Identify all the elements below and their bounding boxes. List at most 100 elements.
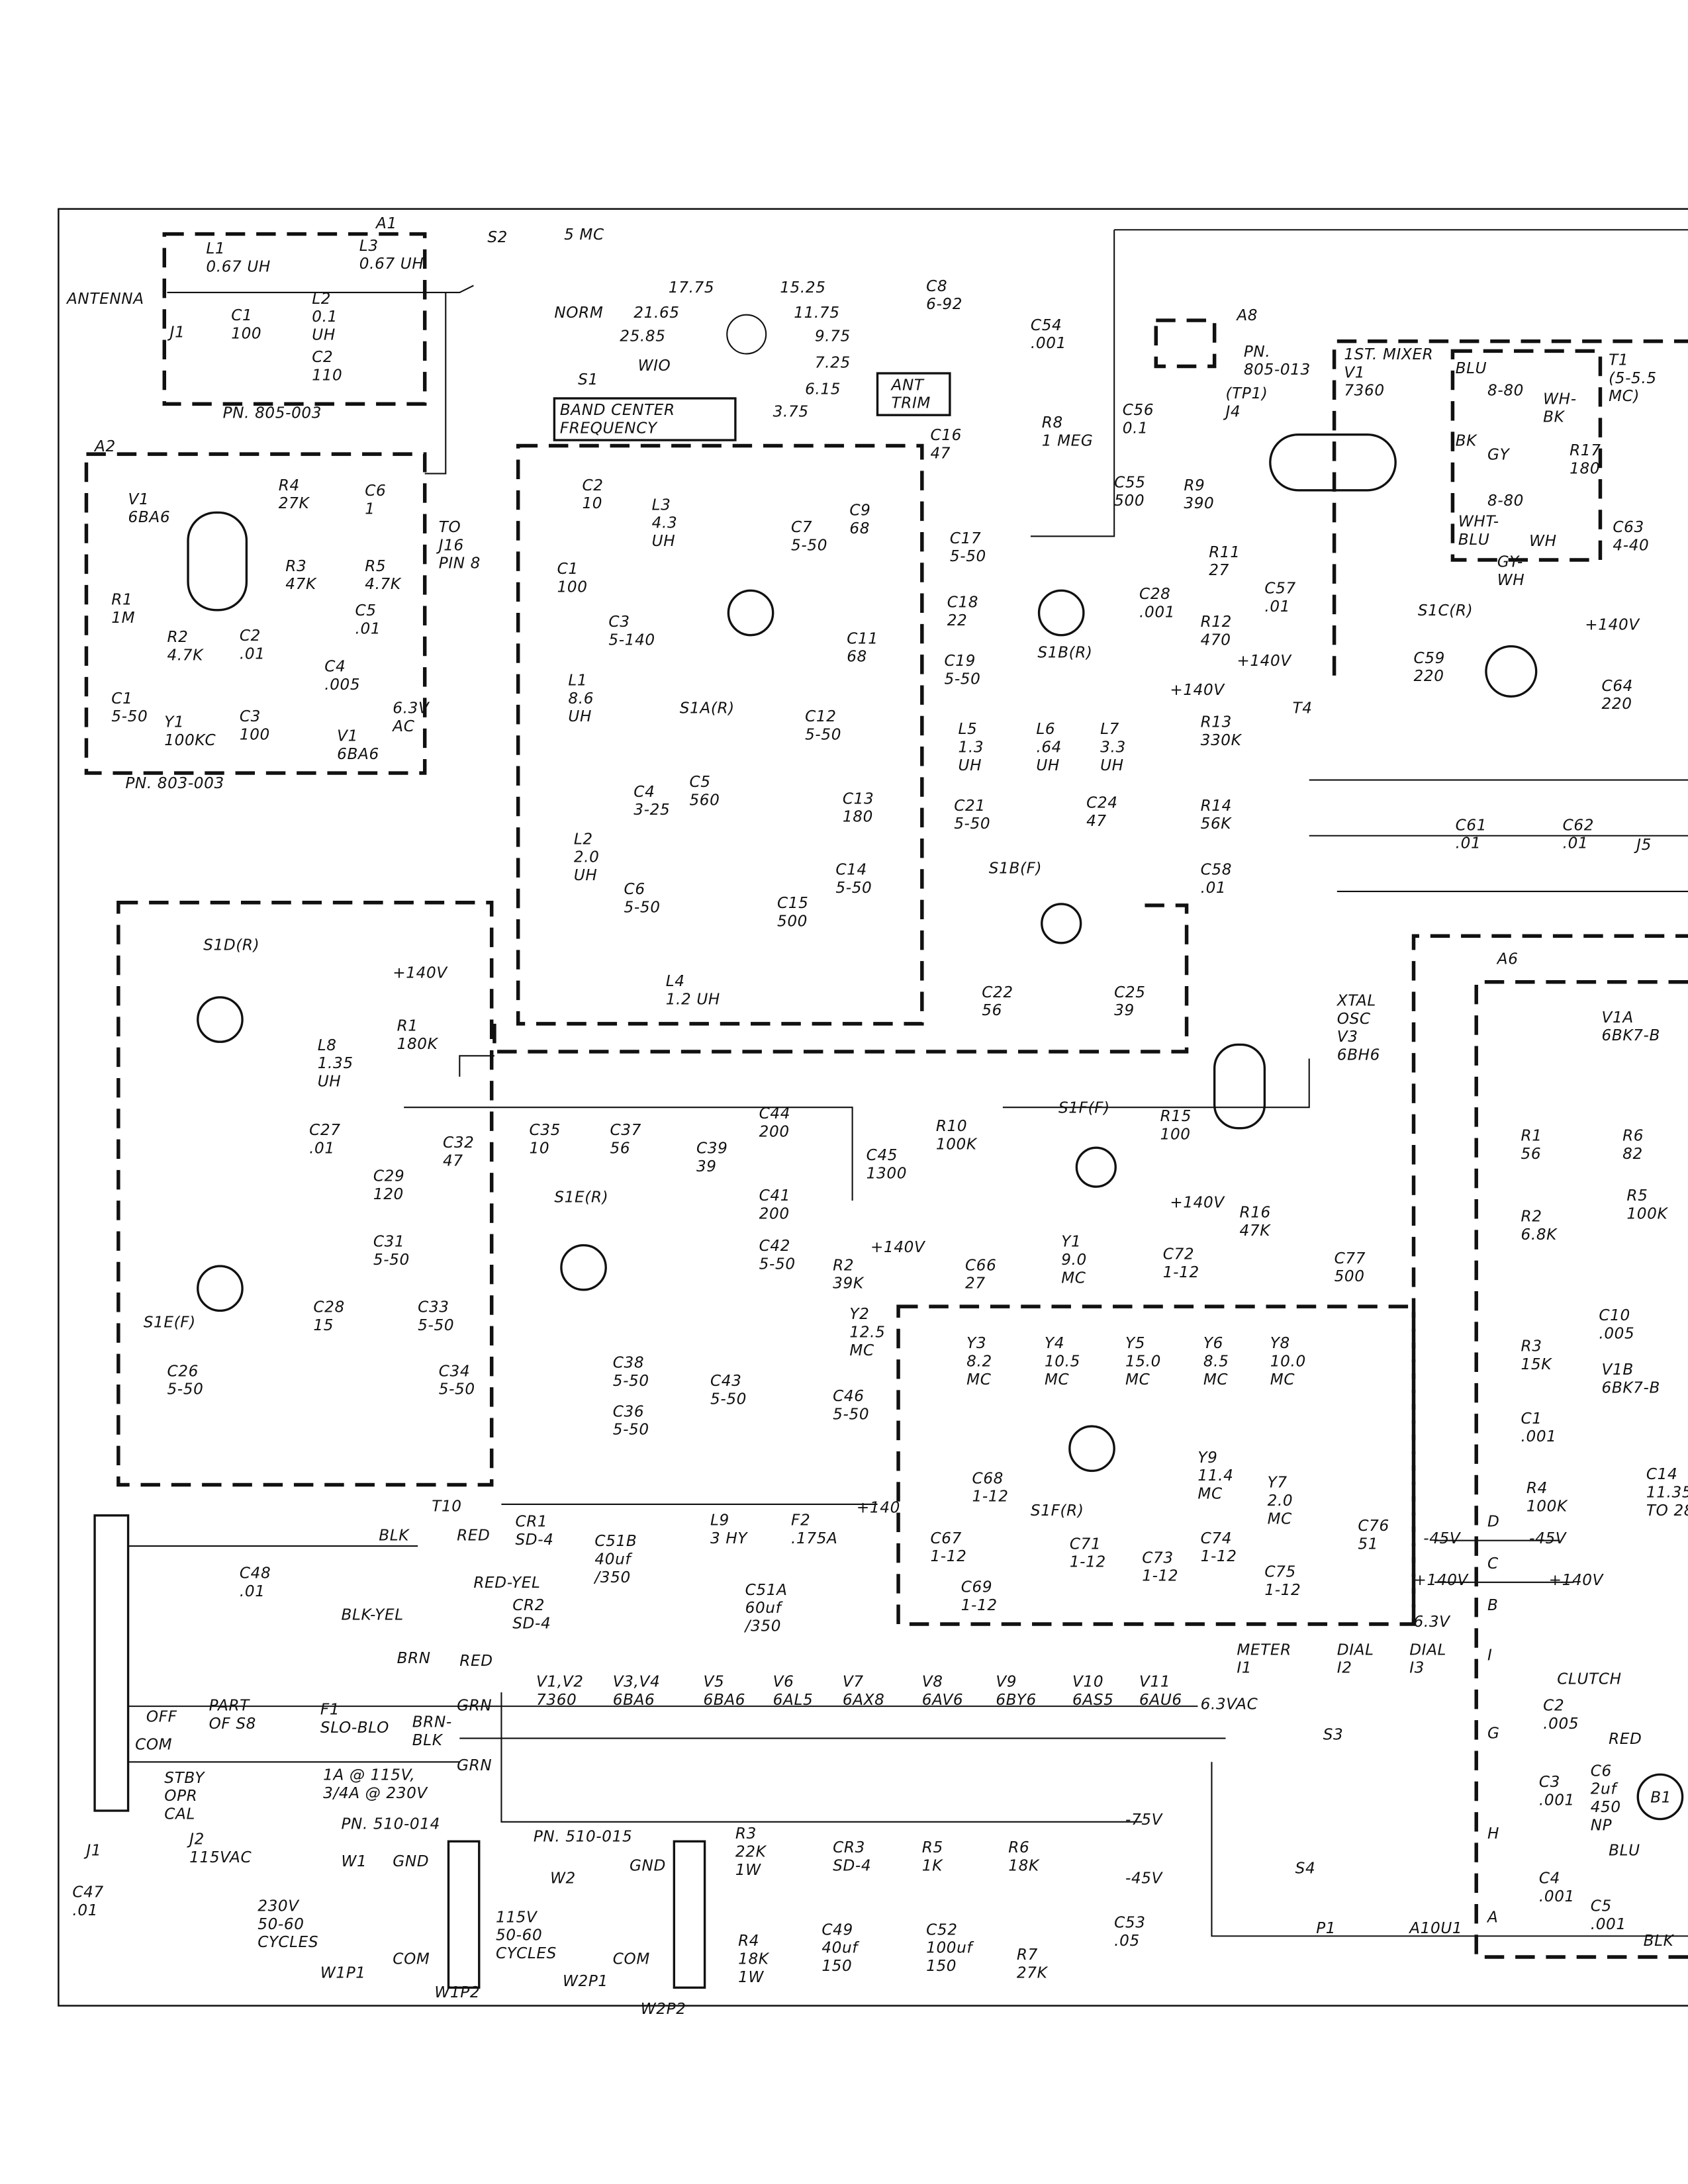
label-line: R1 (397, 1017, 418, 1034)
label-line: 110 (312, 367, 342, 385)
label-s1: S1 (578, 371, 598, 388)
label-line: L3 (359, 238, 379, 255)
label-line: +140V (393, 964, 448, 981)
label-line: C14 (835, 862, 867, 879)
label-line: C2 (312, 349, 333, 366)
label-p140b: +140V (1170, 682, 1225, 699)
label-line: -45V (1529, 1530, 1568, 1547)
label-line: PN. 803-003 (125, 775, 224, 792)
label-blu2: BLU (1609, 1842, 1640, 1859)
label-s1ar: S1A(R) (680, 700, 735, 717)
label-line: 2uf (1591, 1781, 1619, 1798)
label-line: C48 (240, 1565, 271, 1582)
label-line: 4.7K (365, 576, 402, 593)
label-line: 6BK7-B (1602, 1027, 1660, 1044)
label-line: 27 (1209, 562, 1229, 579)
label-line: 180 (843, 809, 873, 826)
label-line: 1K (922, 1857, 943, 1874)
label-line: I2 (1337, 1660, 1352, 1677)
label-line: V1,V2 (536, 1674, 584, 1691)
a8-outline (1154, 318, 1217, 369)
label-line: C42 (759, 1238, 790, 1255)
label-line: 6BA6 (337, 746, 379, 763)
label-line: A10U1 (1408, 1920, 1462, 1937)
label-line: C77 (1335, 1250, 1366, 1267)
label-line: TO (439, 519, 461, 536)
label-line: METER (1237, 1641, 1291, 1659)
label-line: C58 (1201, 862, 1232, 879)
label-line: C3 (1539, 1774, 1560, 1791)
label-line: .01 (1264, 598, 1290, 615)
label-gnd1: GND (393, 1853, 429, 1870)
label-line: 330K (1201, 732, 1243, 749)
label-line: MC (1268, 1510, 1293, 1527)
label-line: 47 (443, 1153, 463, 1170)
label-line: 8.6 (568, 690, 594, 707)
label-line: R3 (285, 558, 306, 575)
label-line: R5 (365, 558, 386, 575)
label-line: 1 MEG (1042, 432, 1094, 449)
label-line: 10.0 (1270, 1353, 1306, 1371)
label-line: MC) (1609, 388, 1640, 405)
label-line: 68 (849, 520, 870, 537)
label-c62: C62.01 (1563, 817, 1594, 852)
label-line: .175A (791, 1530, 837, 1547)
label-line: L6 (1036, 721, 1055, 738)
label-line: C34 (439, 1363, 470, 1380)
label-line: C53 (1114, 1915, 1145, 1932)
label-line: CLUTCH (1557, 1670, 1621, 1688)
label-line: I3 (1409, 1660, 1425, 1677)
label-line: S4 (1295, 1860, 1316, 1878)
label-c54: C54.001 (1031, 317, 1066, 352)
label-line: UH (1036, 757, 1060, 774)
label-a6-c2: C2.005 (1543, 1697, 1579, 1732)
label-a6-c1: C1.001 (1521, 1410, 1557, 1445)
label-line: D (1487, 1514, 1499, 1531)
label-line: W1 (341, 1853, 367, 1870)
label-line: 22K (735, 1843, 767, 1860)
label-line: 6.8K (1521, 1226, 1558, 1244)
label-line: 15K (1521, 1356, 1553, 1373)
label-line: R14 (1201, 797, 1232, 815)
label-line: UH (1100, 757, 1124, 774)
label-line: C49 (821, 1921, 853, 1938)
label-line: PIN 8 (439, 555, 481, 572)
label-line: C17 (950, 530, 981, 547)
label-line: BRN- (412, 1714, 452, 1731)
label-line: C36 (613, 1403, 644, 1420)
label-line: /350 (744, 1617, 781, 1635)
label-line: 1A @ 115V, (323, 1767, 415, 1784)
label-off: OFF (146, 1708, 177, 1725)
label-line: .001 (1539, 1888, 1575, 1905)
label-line: 82 (1622, 1146, 1643, 1163)
label-s1ff: S1F(F) (1058, 1100, 1110, 1117)
label-d1775: 17.75 (669, 279, 714, 296)
label-line: 100 (231, 325, 261, 342)
label-a2-c4: C4.005 (324, 658, 360, 693)
label-line: C33 (418, 1299, 449, 1316)
label-line: C47 (72, 1884, 103, 1901)
label-s1ef: S1E(F) (144, 1314, 196, 1332)
label-line: R11 (1209, 544, 1240, 561)
label-line: 47K (1240, 1222, 1272, 1240)
label-s1dr: S1D(R) (203, 936, 259, 954)
label-line: MC (1197, 1486, 1223, 1503)
label-line: AC (391, 718, 414, 735)
